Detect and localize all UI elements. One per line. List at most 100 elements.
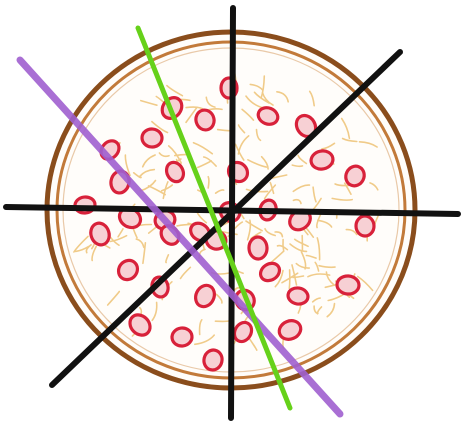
cheese-strand xyxy=(202,156,217,167)
cheese-strand xyxy=(185,106,198,124)
cheese-strand xyxy=(311,297,321,303)
cheese-strand xyxy=(215,293,223,304)
cheese-strand xyxy=(249,83,264,91)
diagonal-cut-purple xyxy=(16,56,344,418)
cheese-strand xyxy=(325,271,335,286)
cheese-strand xyxy=(179,266,192,280)
cheese-strand xyxy=(369,182,379,191)
cheese-strand xyxy=(261,91,274,106)
cheese-strand xyxy=(263,184,277,200)
cheese-strand xyxy=(253,91,270,104)
cheese-strand xyxy=(237,135,250,155)
cheese-strand xyxy=(314,261,320,272)
cheese-strand xyxy=(321,142,336,150)
cheese-strand xyxy=(305,254,317,259)
cheese-strand xyxy=(109,234,128,243)
cheese-strand xyxy=(260,75,266,99)
cheese-strand xyxy=(117,228,124,238)
cheese-strand xyxy=(85,244,92,254)
cheese-strand xyxy=(282,238,285,252)
pepperoni-slice xyxy=(89,221,111,247)
cheese-strand xyxy=(358,141,378,148)
pepperoni-slice xyxy=(277,319,303,341)
cheese-strand xyxy=(326,302,336,318)
cheese-strand xyxy=(142,242,147,265)
pepperoni-slice xyxy=(354,214,376,238)
pepperoni-slice xyxy=(202,348,224,372)
cheese-strand xyxy=(293,238,309,248)
cheese-strand xyxy=(264,227,276,237)
cheese-strand xyxy=(124,154,131,177)
cheese-strand xyxy=(151,301,158,322)
cheese-strand xyxy=(207,175,210,189)
pepperoni-slice xyxy=(232,320,254,344)
cheese-strand xyxy=(316,213,322,229)
cheese-strand xyxy=(345,228,358,236)
cheese-strand xyxy=(194,334,215,346)
cheese-strand xyxy=(139,168,156,178)
cheese-strand xyxy=(255,128,262,142)
cheese-strand xyxy=(318,264,336,269)
pepperoni-slice xyxy=(335,274,361,296)
cheese-strand xyxy=(289,243,308,253)
cheese-strand xyxy=(246,219,252,241)
cheese-strand xyxy=(307,273,331,278)
cheese-strand xyxy=(241,108,255,121)
cut-lines xyxy=(3,5,461,421)
cheese-strand xyxy=(141,154,156,168)
cheese-strand xyxy=(313,305,319,315)
cheese-strand xyxy=(205,96,216,108)
cheese-strand xyxy=(192,141,214,155)
cheese-strand xyxy=(165,254,170,264)
cheese-strand xyxy=(291,164,304,168)
cheese-strand xyxy=(292,275,305,279)
cheese-strand xyxy=(274,269,284,288)
cheese-strand xyxy=(292,184,311,193)
cheese-strand xyxy=(214,189,225,194)
cheese-strand xyxy=(341,137,358,143)
diagonal-cut-green xyxy=(135,25,293,411)
cheese-strand xyxy=(237,124,246,134)
cheese-strand xyxy=(291,264,298,286)
cheese-strand xyxy=(158,152,170,158)
cheese-strand xyxy=(160,184,174,192)
cheese-strand xyxy=(196,160,212,169)
diagonal-cut-black xyxy=(49,49,403,388)
pepperoni-slice xyxy=(309,149,335,171)
pepperoni-slice xyxy=(258,261,282,283)
cheese-strand xyxy=(316,237,321,261)
pepperoni-slice xyxy=(170,326,194,348)
cheese-strand xyxy=(340,117,351,140)
cheese-strand xyxy=(343,182,352,195)
cheese-strand xyxy=(247,159,268,168)
cheese-strand xyxy=(317,219,333,228)
cheese-strand xyxy=(135,238,145,249)
cheese-strand xyxy=(276,91,289,103)
pepperoni-slice xyxy=(116,258,140,282)
pepperoni-slice xyxy=(140,127,164,149)
cheese-strand xyxy=(276,244,289,251)
cheese-strand xyxy=(151,120,169,134)
cheese-strand xyxy=(292,198,302,205)
pepperoni-slice xyxy=(194,283,216,309)
cheese-strand xyxy=(166,84,184,97)
cheese-strand xyxy=(132,172,142,179)
cheese-strand xyxy=(245,220,263,232)
cheese-strand xyxy=(234,143,245,161)
pepperoni-slice xyxy=(164,160,186,184)
pepperoni-slice xyxy=(247,235,269,261)
cheese-strand xyxy=(73,235,89,253)
cheese-strand xyxy=(331,197,353,201)
cheese-strand xyxy=(297,154,308,165)
cheese-strand xyxy=(269,181,275,195)
cheese-strand xyxy=(274,231,284,238)
cheese-strand xyxy=(91,245,97,262)
cheese-strand xyxy=(198,319,203,336)
cheese-strand xyxy=(106,290,121,306)
cheese-strand xyxy=(295,262,311,269)
pepperoni-slice xyxy=(286,286,310,306)
pepperoni-slice xyxy=(128,313,152,337)
cheese-strand xyxy=(308,90,315,107)
